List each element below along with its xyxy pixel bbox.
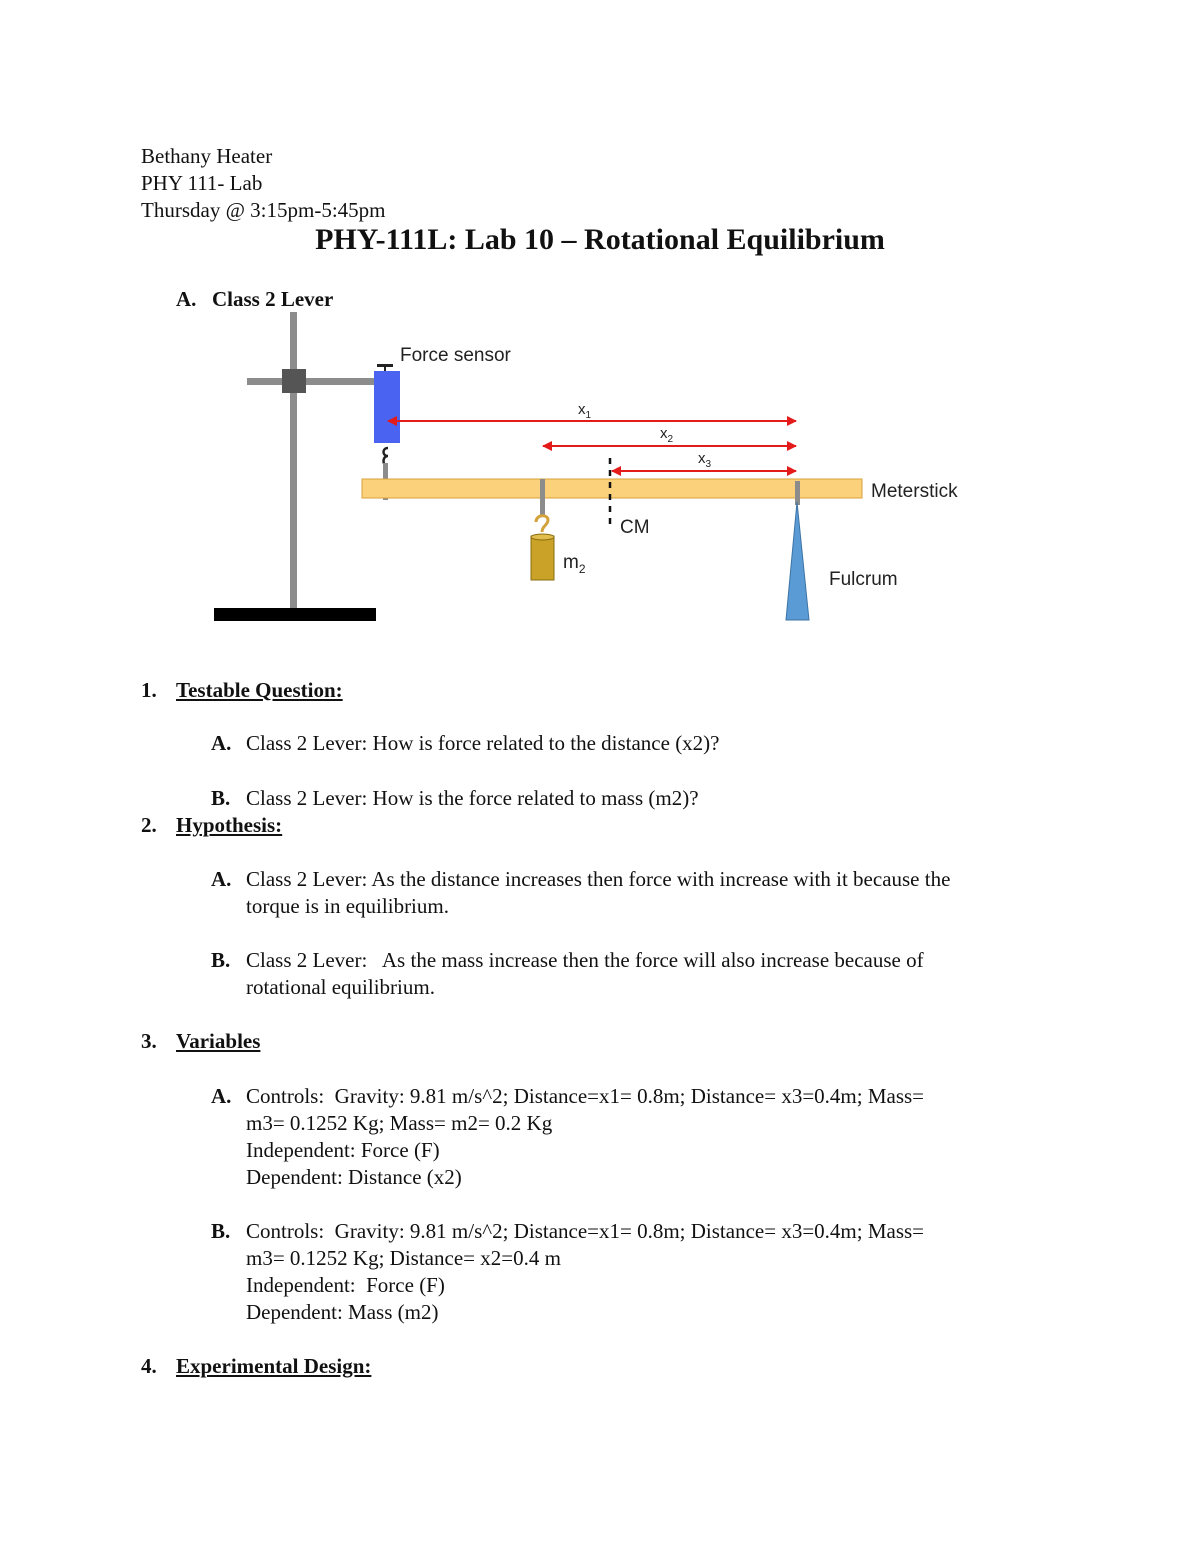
fulcrum-post — [795, 481, 800, 505]
force-sensor-post — [384, 366, 386, 372]
stand-rod — [290, 312, 297, 608]
part-title-text: Class 2 Lever — [212, 287, 334, 311]
item-letter: B. — [211, 786, 231, 810]
part-heading: A. Class 2 Lever — [176, 287, 333, 312]
variables-item-a: A. Controls: Gravity: 9.81 m/s^2; Distan… — [211, 1083, 1051, 1191]
clamp-block — [282, 369, 306, 393]
section-experimental-design: 4. Experimental Design: — [141, 1353, 371, 1380]
section-number: 1. — [141, 678, 157, 702]
m2-label-text: m — [563, 552, 579, 573]
m2-label-sub: 2 — [579, 562, 586, 576]
document-title: PHY-111L: Lab 10 – Rotational Equilibriu… — [315, 223, 885, 256]
section-hypothesis: 2. Hypothesis: — [141, 812, 282, 839]
section-heading: Testable Question: — [176, 678, 343, 702]
section-number: 2. — [141, 813, 157, 837]
section-number: 4. — [141, 1354, 157, 1378]
cm-label: CM — [620, 517, 650, 538]
student-name: Bethany Heater — [141, 144, 273, 168]
item-line: Independent: Force (F) — [246, 1273, 445, 1297]
fulcrum — [785, 501, 810, 621]
lever-diagram: Force sensor x1 x2 x3 Meterstick CM m2 F… — [214, 312, 958, 621]
item-line: Class 2 Lever: How is the force related … — [246, 786, 699, 810]
section-heading: Experimental Design: — [176, 1354, 372, 1378]
item-line: Controls: Gravity: 9.81 m/s^2; Distance=… — [246, 1084, 925, 1108]
hypothesis-item-b: B. Class 2 Lever: As the mass increase t… — [211, 947, 1051, 1001]
item-line: Class 2 Lever: As the distance increases… — [246, 867, 951, 891]
part-letter: A. — [176, 287, 197, 311]
mass-hanger-rod — [540, 479, 545, 517]
question-item-b: B. Class 2 Lever: How is the force relat… — [211, 785, 1051, 812]
item-letter: B. — [211, 1219, 231, 1243]
item-line: torque is in equilibrium. — [246, 894, 449, 918]
item-letter: A. — [211, 867, 232, 891]
section-number: 3. — [141, 1029, 157, 1053]
x3-label-text: x — [698, 450, 706, 467]
item-letter: B. — [211, 948, 231, 972]
section-variables: 3. Variables — [141, 1028, 260, 1055]
item-line: rotational equilibrium. — [246, 975, 435, 999]
force-sensor — [374, 371, 400, 443]
x2-label-sub: 2 — [668, 434, 674, 445]
force-sensor-cap — [377, 364, 393, 367]
x1-label: x1 — [578, 401, 592, 421]
item-line: m3= 0.1252 Kg; Distance= x2=0.4 m — [246, 1246, 561, 1270]
item-line: m3= 0.1252 Kg; Mass= m2= 0.2 Kg — [246, 1111, 553, 1135]
mass-hook-icon — [534, 514, 550, 533]
item-line: Controls: Gravity: 9.81 m/s^2; Distance=… — [246, 1219, 925, 1243]
meterstick — [361, 478, 863, 499]
x3-label: x3 — [698, 450, 712, 470]
item-line: Class 2 Lever: As the mass increase then… — [246, 948, 924, 972]
question-item-a: A. Class 2 Lever: How is force related t… — [211, 730, 1051, 757]
stand-crossbar — [247, 378, 397, 385]
item-letter: A. — [211, 731, 232, 755]
item-line: Dependent: Mass (m2) — [246, 1300, 439, 1324]
x3-label-sub: 3 — [706, 459, 712, 470]
force-sensor-label: Force sensor — [400, 345, 512, 366]
x1-label-sub: 1 — [586, 410, 592, 421]
fulcrum-label: Fulcrum — [829, 569, 898, 590]
variables-item-b: B. Controls: Gravity: 9.81 m/s^2; Distan… — [211, 1218, 1051, 1326]
course-name: PHY 111- Lab — [141, 171, 263, 195]
mass-top — [530, 533, 555, 541]
x2-label-text: x — [660, 425, 668, 442]
section-heading: Variables — [176, 1029, 261, 1053]
section-heading: Hypothesis: — [176, 813, 283, 837]
student-header: Bethany Heater PHY 111- Lab Thursday @ 3… — [141, 143, 385, 224]
item-line: Class 2 Lever: How is force related to t… — [246, 731, 720, 755]
section-testable-question: 1. Testable Question: — [141, 677, 343, 704]
x1-label-text: x — [578, 401, 586, 418]
item-letter: A. — [211, 1084, 232, 1108]
x2-label: x2 — [660, 425, 674, 445]
hypothesis-item-a: A. Class 2 Lever: As the distance increa… — [211, 866, 1051, 920]
meterstick-label: Meterstick — [871, 481, 958, 502]
mass-m2 — [530, 535, 555, 581]
item-line: Dependent: Distance (x2) — [246, 1165, 462, 1189]
lab-schedule: Thursday @ 3:15pm-5:45pm — [141, 198, 386, 222]
m2-label: m2 — [563, 552, 586, 576]
stand-base — [214, 608, 376, 621]
item-line: Independent: Force (F) — [246, 1138, 440, 1162]
